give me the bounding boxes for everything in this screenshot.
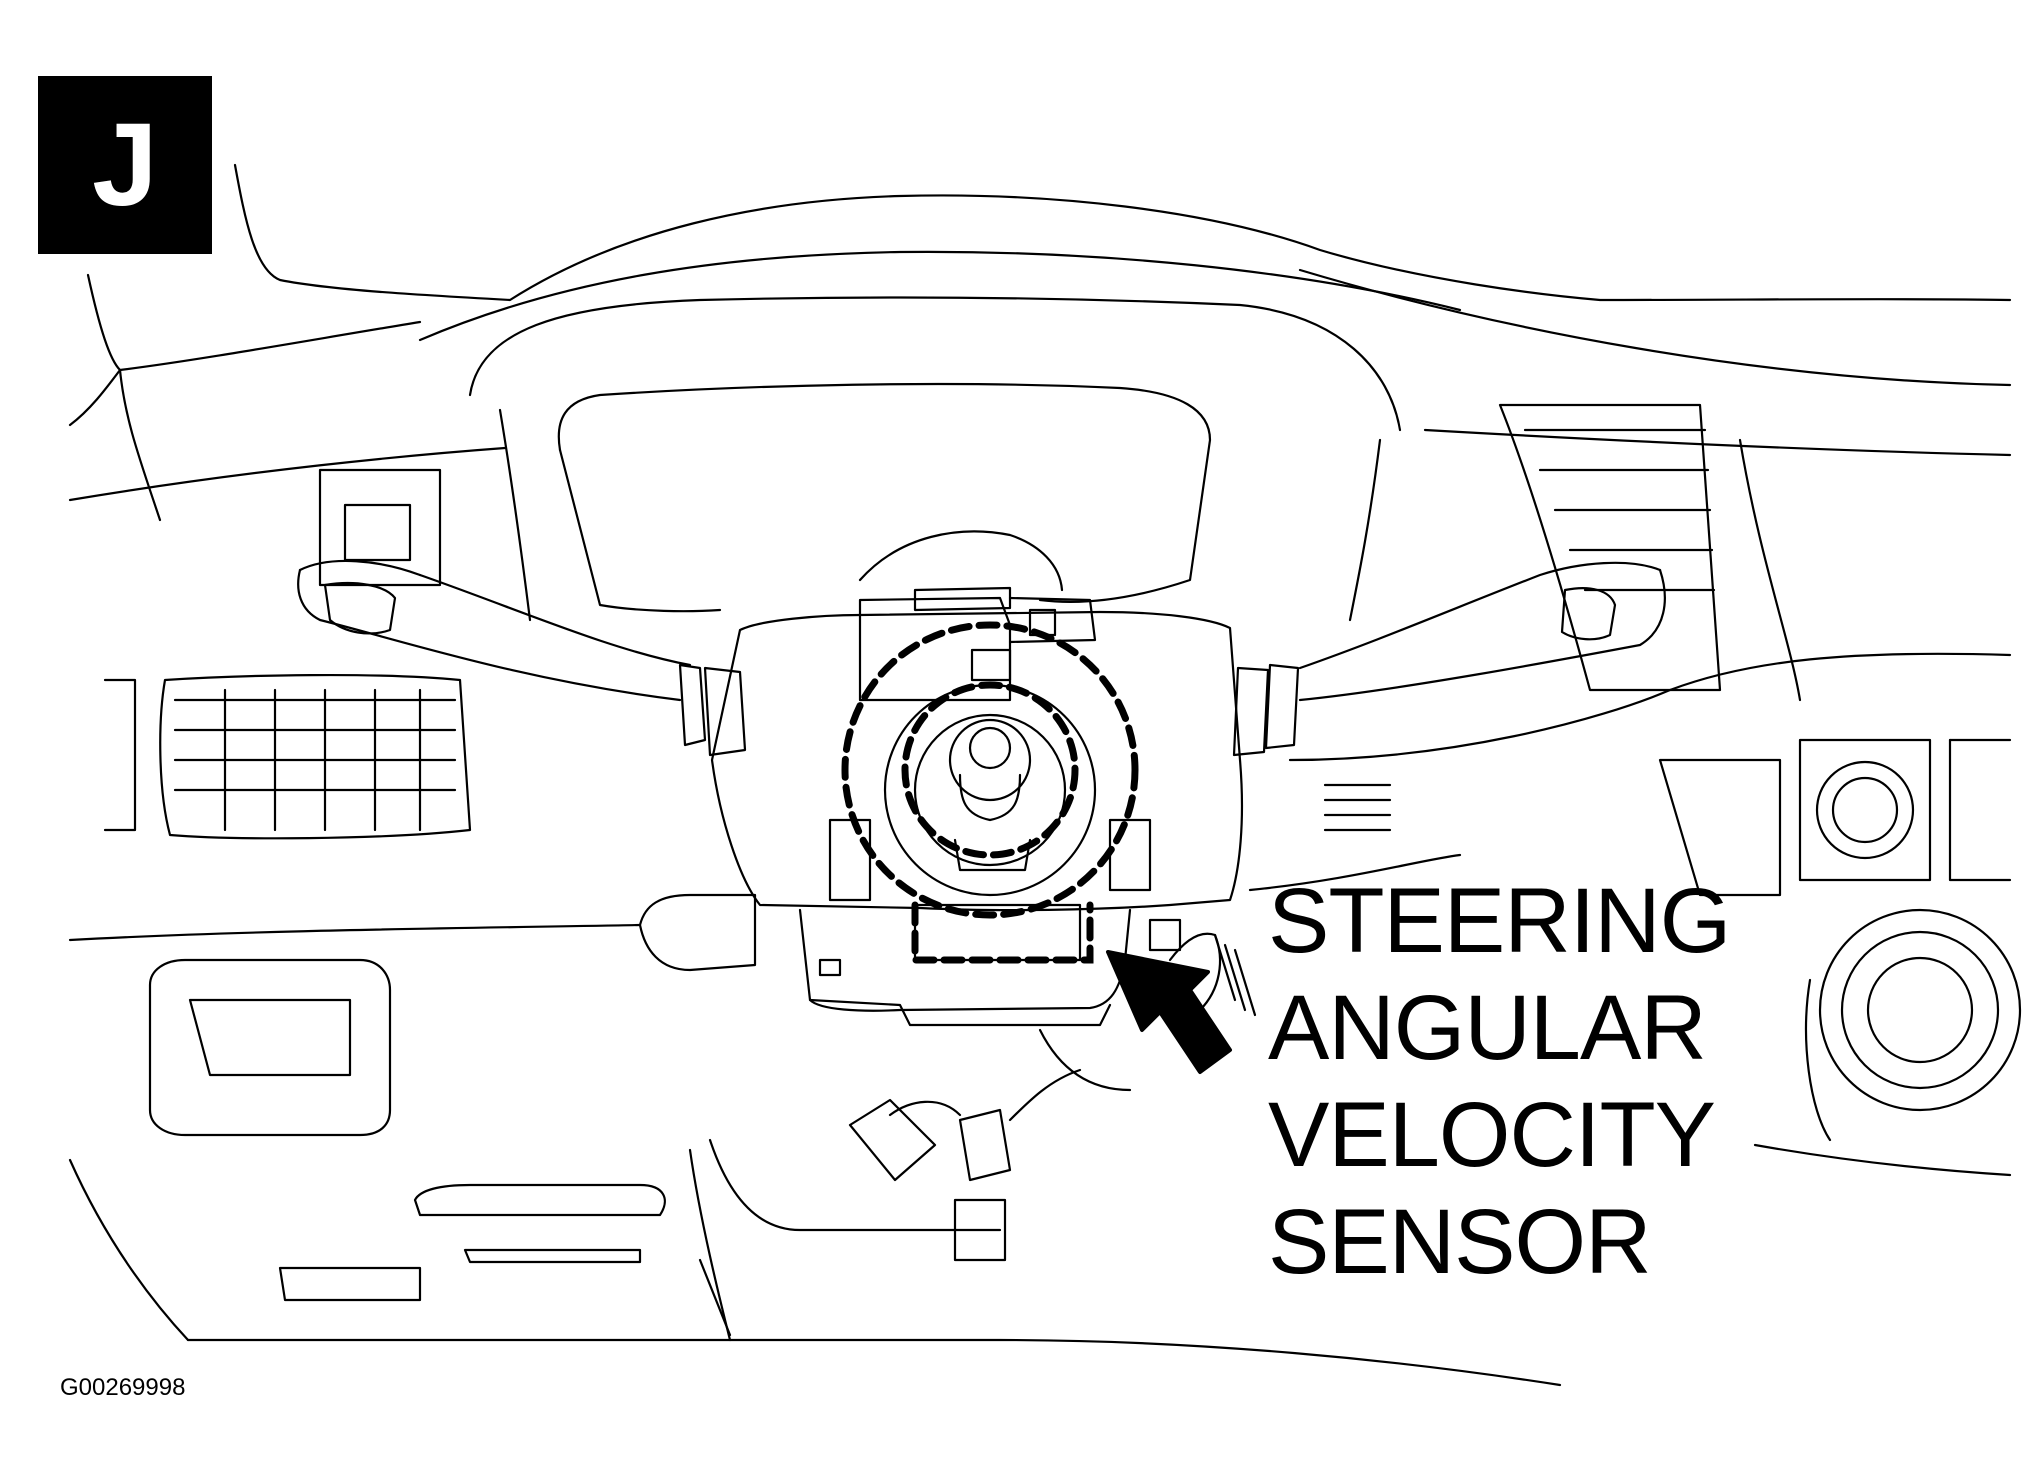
instrument-cluster — [468, 296, 1402, 622]
left-air-vent — [103, 673, 472, 840]
right-air-vent — [1498, 403, 1722, 692]
small-vent — [1323, 783, 1392, 832]
right-controls — [1658, 738, 2022, 1142]
left-stalk — [297, 559, 747, 757]
left-lower-panel — [148, 958, 732, 1342]
left-switch-block — [318, 468, 442, 587]
figure-id: G00269998 — [60, 1374, 186, 1401]
callout-line-4: SENSOR — [1268, 1191, 1652, 1293]
section-badge: J — [38, 76, 212, 254]
callout-line-2: ANGULAR — [1268, 977, 1707, 1079]
callout-arrow — [1106, 950, 1232, 1074]
dashboard-outline — [68, 163, 2012, 1387]
callout-line-1: STEERING — [1268, 870, 1731, 972]
sensor-highlight — [841, 621, 1139, 964]
steering-column — [883, 648, 1097, 897]
section-letter: J — [92, 99, 158, 231]
sensor-callout-label: STEERING ANGULAR VELOCITY SENSOR — [1268, 868, 1731, 1296]
callout-line-3: VELOCITY — [1268, 1084, 1716, 1186]
lower-stalk-wiring — [638, 893, 1132, 1262]
right-stalk — [1232, 561, 1666, 757]
